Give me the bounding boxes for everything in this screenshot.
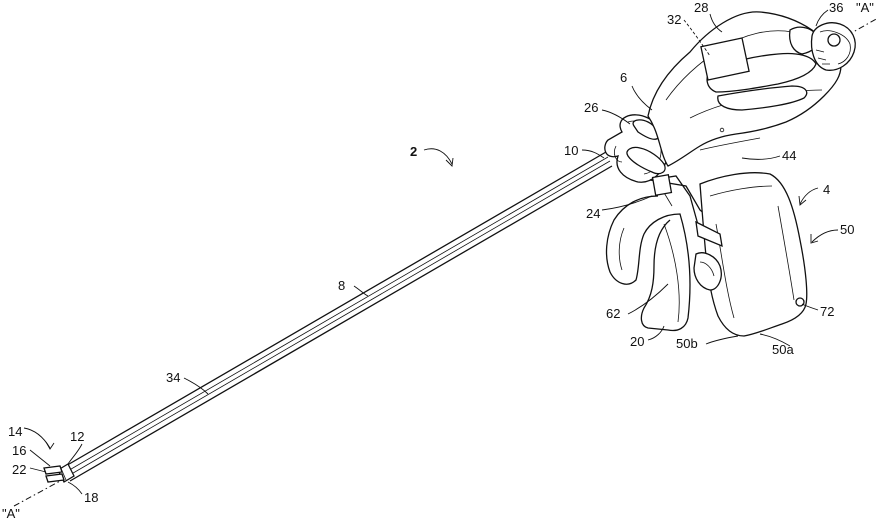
elongated-shaft: [64, 152, 612, 481]
label-4: 4: [823, 182, 830, 197]
stationary-handle: [694, 173, 807, 336]
label-50a: 50a: [772, 342, 794, 357]
label-26: 26: [584, 100, 598, 115]
label-36: 36: [829, 0, 843, 15]
label-20: 20: [630, 334, 644, 349]
label-12: 12: [70, 429, 84, 444]
label-72: 72: [820, 304, 834, 319]
label-34: 34: [166, 370, 180, 385]
label-6: 6: [620, 70, 627, 85]
label-2: 2: [410, 144, 417, 159]
label-18: 18: [84, 490, 98, 505]
label-14: 14: [8, 424, 22, 439]
label-22: 22: [12, 462, 26, 477]
label-32: 32: [667, 12, 681, 27]
label-50b: 50b: [676, 336, 698, 351]
end-cap: [812, 23, 856, 71]
label-16: 16: [12, 443, 26, 458]
label-24: 24: [586, 206, 600, 221]
axis-label-bottom: "A": [2, 506, 20, 520]
label-62: 62: [606, 306, 620, 321]
label-8: 8: [338, 278, 345, 293]
label-44: 44: [782, 148, 796, 163]
label-10: 10: [564, 143, 578, 158]
label-50: 50: [840, 222, 854, 237]
end-effector: [44, 464, 74, 482]
axis-line-lower: [14, 480, 62, 506]
axis-label-top: "A": [856, 0, 874, 15]
label-28: 28: [694, 0, 708, 15]
